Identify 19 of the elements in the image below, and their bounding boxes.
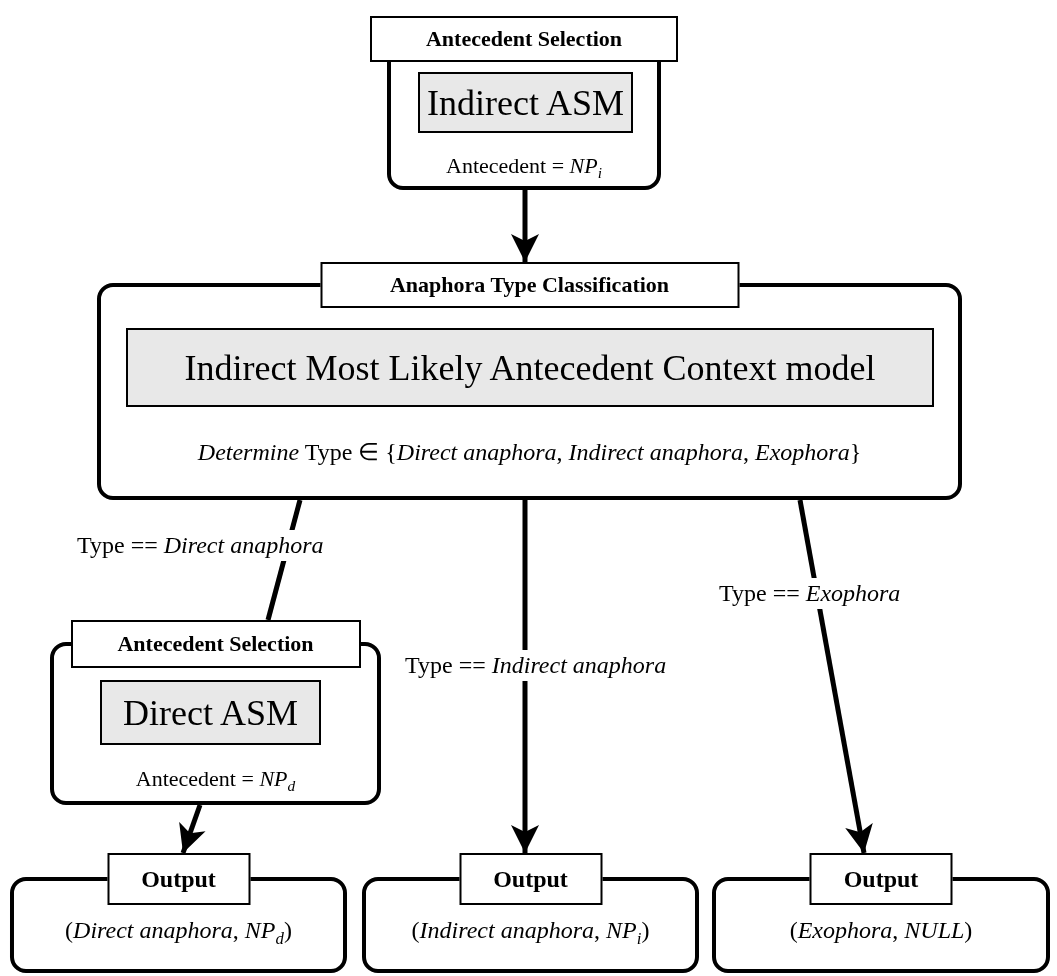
- arrow: [511, 500, 539, 853]
- result-text: (Direct anaphora, NP$_{d}$): [64, 917, 293, 949]
- section-heading: Antecedent Selection: [370, 16, 678, 62]
- result-text: (Indirect anaphora, NP$_{i}$): [410, 917, 651, 949]
- arrow: [179, 804, 206, 854]
- section-heading: Output: [107, 853, 250, 905]
- model-box: Indirect ASM: [418, 72, 633, 133]
- result-text: (Exophora, NULL): [788, 917, 974, 944]
- result-text: Antecedent = NP$_{d}$: [134, 766, 297, 796]
- arrow: [797, 499, 873, 854]
- section-heading: Antecedent Selection: [70, 620, 361, 668]
- section-heading: Anaphora Type Classification: [320, 262, 739, 308]
- model-box: Direct ASM: [100, 680, 321, 745]
- result-text: Determine Type ∈ {Direct anaphora, Indirect anaphora, Exophora}: [196, 438, 863, 466]
- arrow: [511, 190, 539, 262]
- result-text: Antecedent = NP$_{i}$: [445, 153, 603, 183]
- model-box: Indirect Most Likely Antecedent Context model: [126, 328, 934, 407]
- section-heading: Output: [459, 853, 602, 905]
- section-heading: Output: [809, 853, 953, 905]
